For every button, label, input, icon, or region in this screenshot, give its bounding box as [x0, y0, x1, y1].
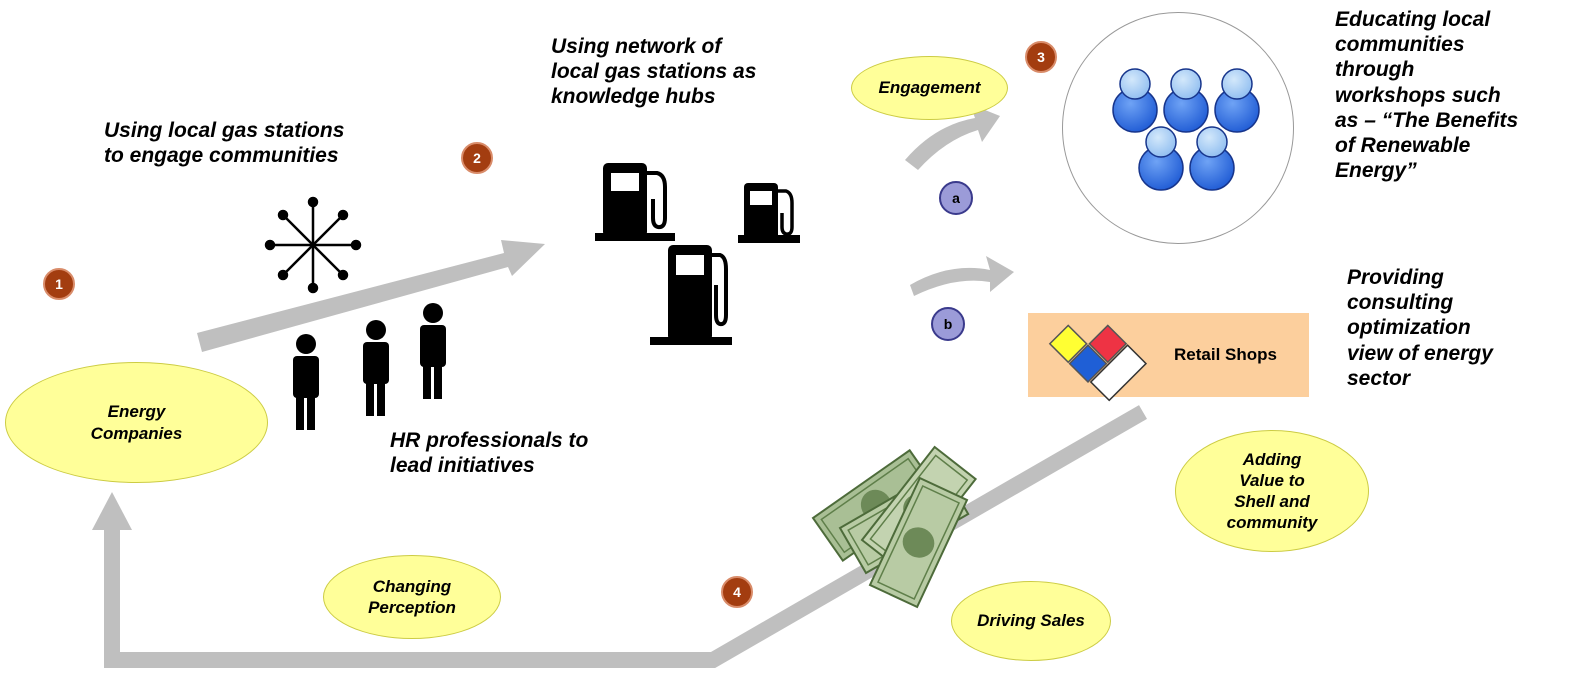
curved-arrow-a: [905, 104, 1000, 170]
person-icon: [293, 334, 319, 430]
sub-badge-b: b: [931, 307, 965, 341]
network-hub-icon: [264, 196, 362, 294]
providing-text: Providing consulting optimization view o…: [1347, 266, 1493, 390]
step-badge-2: 2: [461, 142, 493, 174]
curved-arrow-b: [910, 256, 1014, 296]
sub-badge-a: a: [939, 181, 973, 215]
network-hubs-text: Using network of local gas stations as k…: [551, 35, 757, 109]
gas-pump-icon: [595, 163, 675, 241]
person-icon: [363, 320, 389, 416]
engagement-oval: Engagement: [851, 56, 1008, 120]
educating-text: Educating local communities through work…: [1335, 8, 1519, 183]
gas-pump-icon: [738, 183, 800, 243]
changing-perception-oval: Changing Perception: [323, 555, 501, 639]
hr-text: HR professionals to lead initiatives: [390, 429, 589, 478]
step-badge-1: 1: [43, 268, 75, 300]
gas-pump-icon: [650, 245, 732, 345]
driving-sales-oval: Driving Sales: [951, 581, 1111, 661]
retail-shops-label: Retail Shops: [1174, 345, 1277, 364]
feedback-arrow-head: [92, 492, 132, 530]
main-flow-arrow: [197, 240, 545, 352]
adding-value-oval: Adding Value to Shell and community: [1175, 430, 1369, 552]
energy-companies-oval: Energy Companies: [5, 362, 268, 483]
using-local-text: Using local gas stations to engage commu…: [104, 119, 345, 168]
step-badge-3: 3: [1025, 41, 1057, 73]
money-icon: [811, 445, 978, 609]
step-badge-4: 4: [721, 576, 753, 608]
community-circle: [1062, 12, 1294, 244]
person-icon: [420, 303, 446, 399]
